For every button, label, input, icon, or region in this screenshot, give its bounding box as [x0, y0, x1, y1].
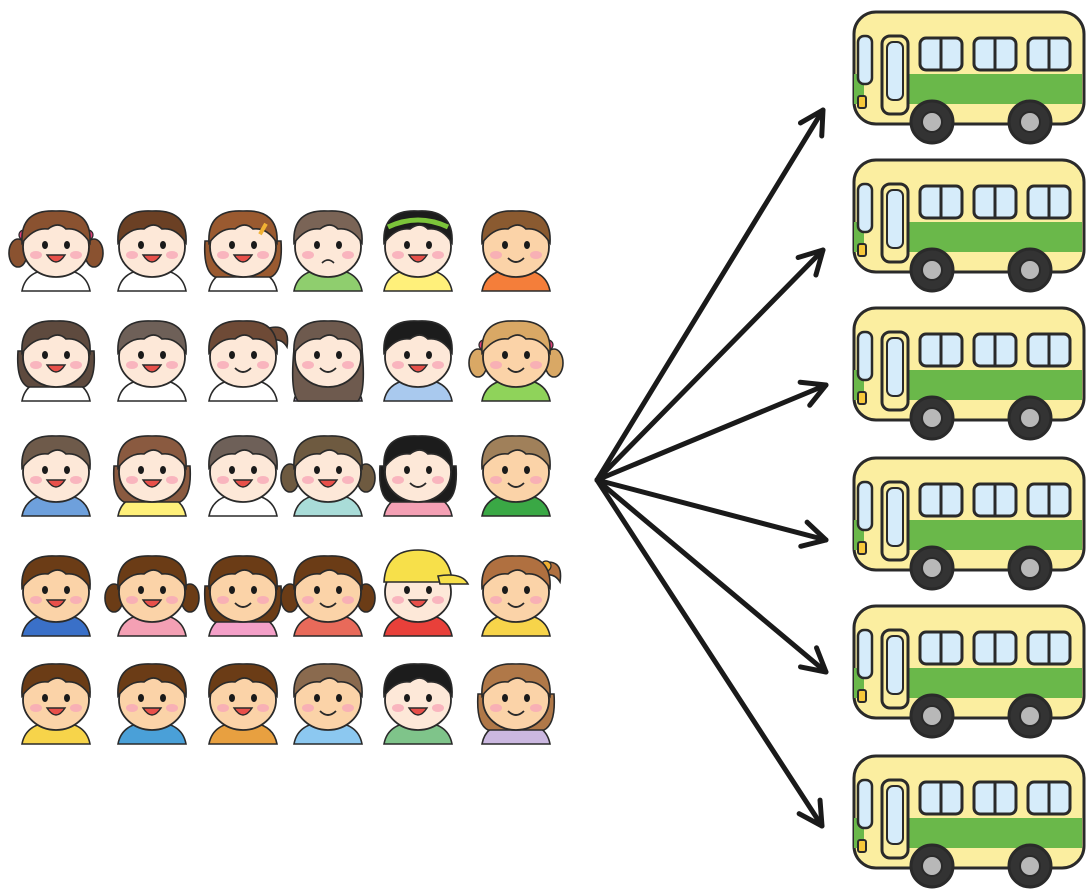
- child-r1-c1: [8, 210, 104, 292]
- child-r3-c1: [21, 435, 91, 517]
- child-r1-c5: [383, 210, 453, 292]
- bus-1: [852, 10, 1086, 145]
- child-r5-c6: [476, 663, 556, 745]
- child-r5-c5: [383, 663, 453, 745]
- children-group: [8, 210, 564, 745]
- bus-5: [852, 604, 1086, 739]
- child-r3-c3: [208, 435, 278, 517]
- arrows-group: [594, 107, 829, 829]
- child-r2-c2: [117, 320, 187, 402]
- arrow-6: [594, 477, 825, 829]
- child-r5-c3: [208, 663, 278, 745]
- child-r4-c1: [21, 555, 91, 637]
- child-r3-c6: [481, 435, 551, 517]
- child-r1-c3: [203, 210, 283, 292]
- child-r4-c3: [203, 555, 283, 637]
- child-r3-c4: [280, 435, 376, 517]
- child-r4-c6: [481, 555, 562, 637]
- child-r4-c2: [104, 555, 200, 637]
- child-r5-c4: [293, 663, 363, 745]
- arrow-2: [594, 247, 826, 483]
- arrow-1: [594, 107, 826, 483]
- arrow-4: [594, 477, 829, 549]
- child-r2-c3: [208, 320, 289, 402]
- arrow-3: [594, 379, 829, 483]
- child-r4-c4: [280, 555, 376, 637]
- buses-group: [852, 10, 1086, 889]
- child-r1-c4: [293, 210, 363, 292]
- child-r2-c1: [16, 320, 96, 402]
- child-r2-c6: [468, 320, 564, 402]
- child-r3-c5: [378, 435, 458, 517]
- child-r2-c5: [383, 320, 453, 402]
- bus-2: [852, 158, 1086, 293]
- child-r4-c5: [383, 549, 470, 637]
- arrow-5: [594, 477, 829, 675]
- child-r1-c2: [117, 210, 187, 292]
- bus-3: [852, 306, 1086, 441]
- child-r3-c2: [112, 435, 192, 517]
- bus-6: [852, 754, 1086, 889]
- child-r5-c2: [117, 663, 187, 745]
- bus-4: [852, 456, 1086, 591]
- child-r1-c6: [481, 210, 551, 292]
- child-r5-c1: [21, 663, 91, 745]
- child-r2-c4: [291, 320, 365, 402]
